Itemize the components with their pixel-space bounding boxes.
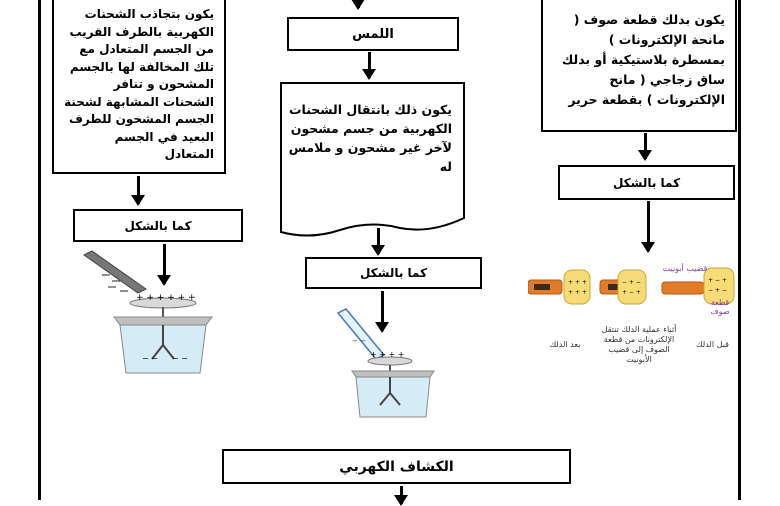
- svg-text:+ − +: + − +: [622, 289, 641, 296]
- fig-during-label: أثناء عملية الدلك تنتقل الإلكترونات من ق…: [601, 325, 677, 364]
- arrow-mid-3: [375, 291, 389, 333]
- arrow-right-1: [638, 133, 652, 161]
- arrow-mid-0: [351, 0, 365, 10]
- electroscope: + + + + + + − − − −: [113, 293, 213, 374]
- friction-text-box: يكون بدلك قطعة صوف ( مانحة الإلكترونات )…: [541, 0, 737, 132]
- induction-label-text: كما بالشكل: [124, 218, 192, 233]
- friction-label: كما بالشكل: [558, 165, 735, 200]
- friction-figure: + + + + + + − + − + − + + − + − + −: [528, 267, 735, 305]
- wool-before: + − + − + −: [703, 267, 735, 305]
- arrow-mid-2: [371, 228, 385, 256]
- touch-text-shape: [280, 82, 465, 237]
- arrow-bottom: [394, 486, 408, 506]
- friction-label-text: كما بالشكل: [612, 175, 681, 190]
- svg-text:− + −: − + −: [708, 287, 727, 294]
- svg-text:− −: − −: [172, 354, 188, 363]
- svg-text:+ − +: + − +: [708, 277, 727, 284]
- fig-after-label: بعد الدلك: [549, 340, 581, 349]
- touch-text: يكون ذلك بانتقال الشحنات الكهربية من جسم…: [288, 102, 452, 174]
- induction-text: يكون بتجاذب الشحنات الكهربية بالطرف القر…: [64, 7, 214, 161]
- fig-rod-label: قضيب أبونيت: [662, 264, 708, 273]
- charged-rod: [83, 250, 147, 294]
- svg-text:+ + +: + + +: [568, 279, 587, 286]
- svg-text:+ + + +: + + + +: [370, 350, 404, 359]
- electroscope-touch: + + + +: [351, 350, 435, 418]
- touch-label-text: كما بالشكل: [359, 266, 428, 280]
- electroscope-title: الكشاف الكهربي: [222, 449, 571, 484]
- touch-figure: − − + + + +: [336, 308, 435, 418]
- induction-label: كما بالشكل: [73, 209, 243, 242]
- svg-text:+ + + + + +: + + + + + +: [136, 293, 196, 303]
- arrow-right-2: [641, 201, 655, 253]
- friction-text: يكون بدلك قطعة صوف ( مانحة الإلكترونات )…: [561, 12, 725, 107]
- rod-after: [528, 279, 563, 295]
- touch-title: اللمس: [287, 17, 459, 51]
- svg-text:+ + +: + + +: [568, 289, 587, 296]
- touch-label: كما بالشكل: [305, 257, 482, 289]
- touch-title-text: اللمس: [352, 26, 394, 42]
- diagram-frame: [38, 0, 741, 500]
- svg-text:− −: − −: [352, 337, 366, 345]
- fig-wool-label: قطعة صوف: [710, 298, 730, 316]
- wool-after: + + + + + +: [563, 269, 591, 305]
- arrow-left-2: [157, 244, 171, 286]
- rod-charges: [102, 274, 128, 292]
- induction-figure: + + + + + + − − − −: [83, 250, 213, 374]
- glass-rod: − −: [336, 308, 386, 360]
- induction-text-box: يكون بتجاذب الشحنات الكهربية بالطرف القر…: [52, 0, 226, 174]
- rod-before: [661, 281, 705, 295]
- arrow-mid-1: [362, 52, 376, 80]
- svg-text:− −: − −: [142, 354, 158, 363]
- fig-before-label: قبل الدلك: [696, 340, 729, 349]
- arrow-left-1: [131, 176, 145, 206]
- wool-during: − + − + − +: [617, 269, 647, 305]
- svg-text:− + −: − + −: [622, 279, 641, 286]
- electroscope-title-text: الكشاف الكهربي: [339, 458, 454, 475]
